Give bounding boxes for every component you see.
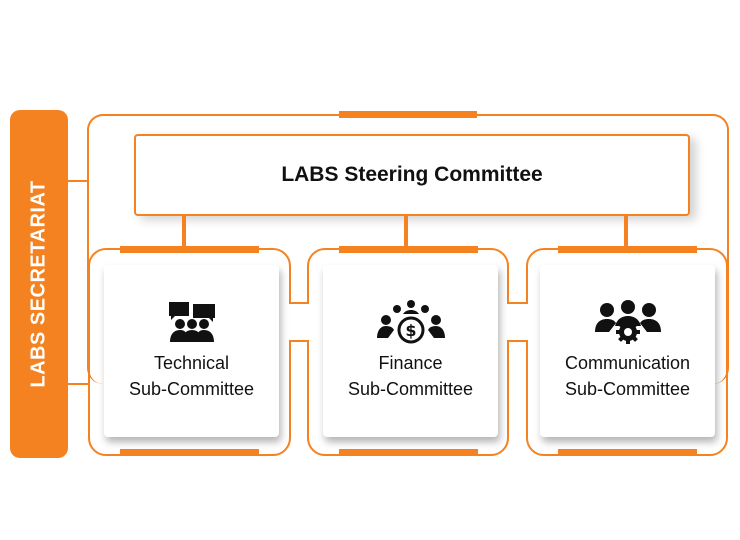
secretariat-connector-top xyxy=(68,180,88,182)
finance-label-line1: Finance xyxy=(378,353,443,373)
steering-committee-title: LABS Steering Committee xyxy=(281,163,543,186)
stem-communication xyxy=(624,216,628,248)
finance-top-bar xyxy=(339,246,478,253)
secretariat-connector-bottom xyxy=(68,383,88,385)
outer-frame-top-bar xyxy=(339,111,477,118)
group-gear-icon xyxy=(594,300,661,344)
communication-label: Communication Sub-Committee xyxy=(565,350,690,402)
finance-label-line2: Sub-Committee xyxy=(347,379,474,399)
secretariat-bar: LABS SECRETARIAT xyxy=(10,110,68,458)
connector-1-bottom xyxy=(289,340,309,342)
discussion-group-icon xyxy=(167,300,217,344)
communication-top-bar xyxy=(558,246,697,253)
technical-card: Technical Sub-Committee xyxy=(104,265,279,437)
stem-finance xyxy=(404,216,408,248)
finance-card: $ Finance Sub-Committee xyxy=(323,265,498,437)
technical-label-line1: Technical xyxy=(153,353,230,373)
communication-card: Communication Sub-Committee xyxy=(540,265,715,437)
technical-label-line2: Sub-Committee xyxy=(128,379,255,399)
stem-technical xyxy=(182,216,186,248)
technical-top-bar xyxy=(120,246,259,253)
svg-text:$: $ xyxy=(405,321,416,340)
finance-label: Finance Sub-Committee xyxy=(348,350,473,402)
steering-committee-box: LABS Steering Committee xyxy=(134,134,690,216)
connector-gap-1 xyxy=(288,302,310,342)
connector-1-top xyxy=(289,302,309,304)
communication-bottom-bar xyxy=(558,449,697,456)
group-dollar-icon: $ xyxy=(376,300,445,344)
connector-2-bottom xyxy=(507,340,528,342)
secretariat-label: LABS SECRETARIAT xyxy=(27,180,50,388)
communication-label-line2: Sub-Committee xyxy=(564,379,691,399)
technical-bottom-bar xyxy=(120,449,259,456)
technical-label: Technical Sub-Committee xyxy=(129,350,254,402)
connector-2-top xyxy=(507,302,528,304)
communication-label-line1: Communication xyxy=(564,353,691,373)
finance-bottom-bar xyxy=(339,449,478,456)
connector-gap-2 xyxy=(506,302,529,342)
